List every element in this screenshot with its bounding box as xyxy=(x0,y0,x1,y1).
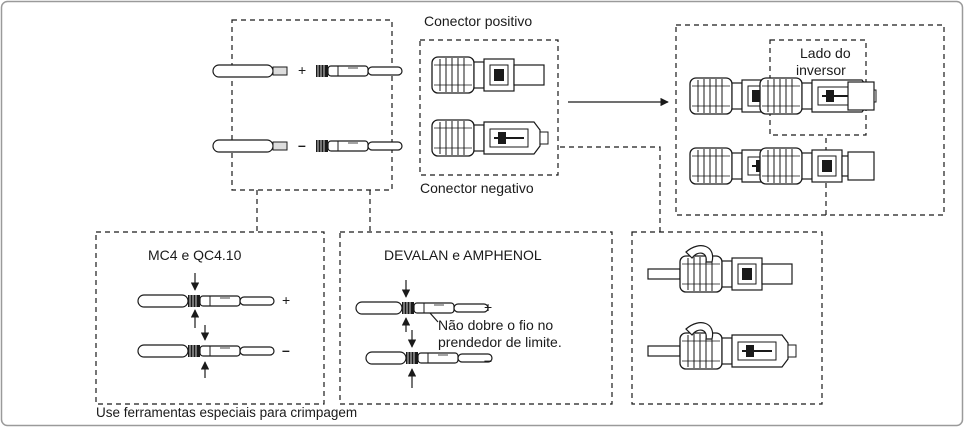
inverter-side-label-line2: inversor xyxy=(796,62,846,78)
crimp-pin-icon xyxy=(355,301,493,365)
box-wire-crimp xyxy=(231,19,393,191)
box-connectors xyxy=(419,39,559,176)
link-lock-clip xyxy=(560,146,661,232)
box-mc4 xyxy=(95,231,325,405)
crimp-pin-icon xyxy=(315,64,403,153)
dashed-groups xyxy=(95,19,945,405)
plus-sign-devalan: + xyxy=(484,299,493,315)
positive-connector-label: Conector positivo xyxy=(424,13,533,29)
mc4-title: MC4 e QC4.10 xyxy=(148,247,242,263)
plus-sign-mc4: + xyxy=(282,292,291,308)
locking-clip-icon xyxy=(647,245,796,369)
box-devalan xyxy=(339,231,613,405)
inverter-side-label-line1: Lado do xyxy=(800,45,851,61)
female-connector-icon xyxy=(432,120,548,156)
crimp-arrow-icon xyxy=(401,280,439,388)
plus-sign: + xyxy=(298,62,307,78)
male-connector-icon xyxy=(432,57,544,93)
crimp-pin-icon xyxy=(137,294,275,358)
mated-connector-icon xyxy=(690,78,876,184)
no-bend-label-line1: Não dobre o fio no xyxy=(438,317,554,333)
box-inverter-assembly xyxy=(675,24,945,216)
minus-sign-mc4: – xyxy=(282,342,290,358)
box-lock-clip xyxy=(631,231,823,405)
negative-connector-label: Conector negativo xyxy=(420,180,534,196)
minus-sign: – xyxy=(298,137,306,153)
wire-icon xyxy=(212,64,288,153)
crimp-arrow-icon xyxy=(190,273,210,378)
crimp-tools-label: Use ferramentas especiais para crimpagem xyxy=(96,405,358,420)
no-bend-label-line2: prendedor de limite. xyxy=(438,334,562,350)
minus-sign-devalan: – xyxy=(484,352,492,368)
devalan-title: DEVALAN e AMPHENOL xyxy=(384,247,542,263)
